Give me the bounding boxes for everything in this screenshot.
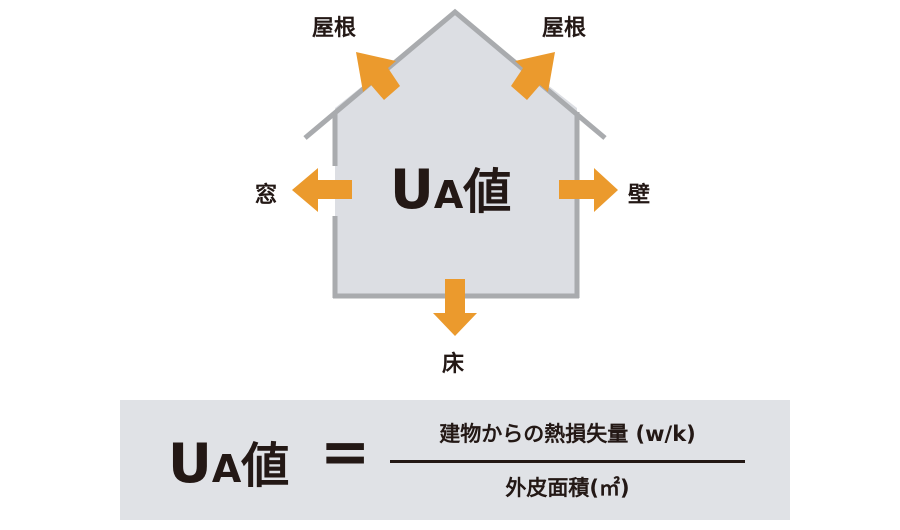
formula-u-letter: U [168,432,212,495]
label-window: 窓 [255,183,278,208]
arrow-floor [433,279,477,336]
formula-kanji: 値 [241,438,290,494]
ua-a-letter: A [433,173,464,217]
ua-formula-box: UA値 = 建物からの熱損失量 (w/k) 外皮面積(㎡) [120,400,790,520]
label-wall: 壁 [628,183,651,208]
arrow-roof-right [511,52,555,100]
formula-numerator: 建物からの熱損失量 (w/k) [439,422,696,446]
house-roof-outline [303,8,607,140]
ua-kanji: 値 [463,164,512,220]
label-roof-left: 屋根 [312,16,357,41]
arrow-roof-left [356,52,400,100]
house-diagram [292,8,618,336]
label-floor: 床 [442,352,465,377]
ua-value-center-label: UA値 [390,152,511,222]
arrow-wall [559,168,618,212]
formula-fraction-line [390,460,745,463]
arrow-window [292,168,352,212]
formula-equals: = [320,417,371,487]
formula-lhs: UA値 [168,426,289,496]
label-roof-right: 屋根 [542,16,587,41]
ua-u-letter: U [390,158,434,221]
formula-a-letter: A [211,447,242,491]
formula-denominator: 外皮面積(㎡) [505,476,630,500]
